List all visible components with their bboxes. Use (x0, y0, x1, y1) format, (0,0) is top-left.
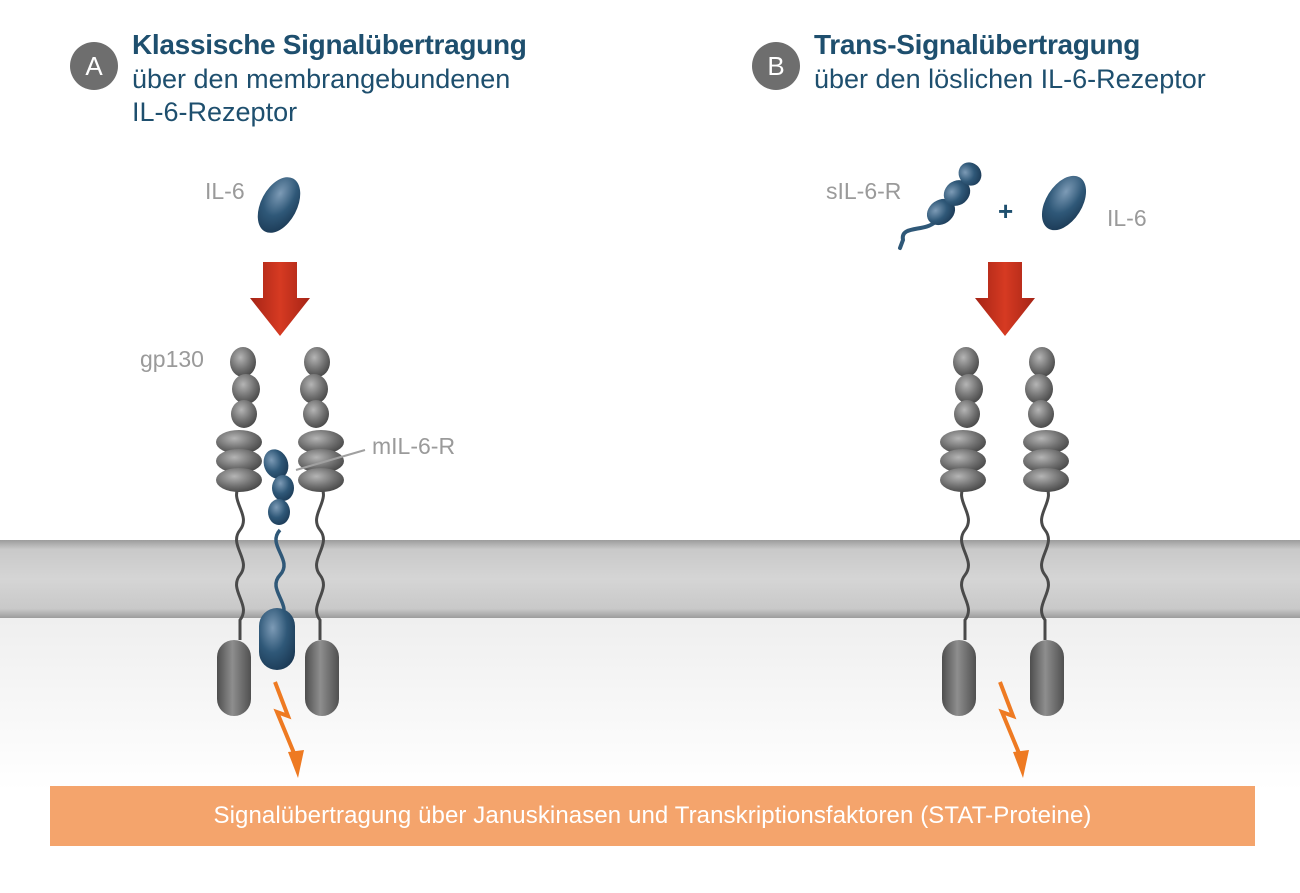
red-arrow-b (975, 262, 1035, 336)
cell-membrane (0, 540, 1300, 618)
mil6r-receptor (259, 449, 295, 670)
panel-a-heading: A Klassische Signalübertragung über den … (70, 28, 527, 130)
cytoplasm-background (0, 610, 1300, 790)
sil6r-molecule (898, 162, 982, 250)
label-mil6r: mIL-6-R (372, 433, 456, 459)
panel-b-subtitle-line1: über den löslichen IL-6-Rezeptor (814, 63, 1206, 94)
panel-a-subtitle-line2: IL-6-Rezeptor (132, 97, 298, 128)
gp130-right-b (1023, 347, 1069, 716)
panel-a-subtitle-line1: über den membrangebundenen (132, 63, 511, 94)
mil6r-leader-line (295, 449, 366, 471)
red-arrow-a (250, 262, 310, 336)
gp130-right-a (298, 347, 344, 716)
label-sil6r: sIL-6-R (826, 178, 902, 204)
gp130-left-a (216, 347, 262, 716)
lightning-a (273, 681, 298, 759)
badge-b: B (752, 42, 800, 90)
label-il6-a: IL-6 (205, 178, 245, 204)
panel-b-heading: B Trans-Signalübertragung über den lösli… (752, 28, 1206, 96)
panel-b-title: Trans-Signalübertragung (814, 29, 1141, 60)
panel-a-title: Klassische Signalübertragung (132, 29, 527, 60)
label-gp130: gp130 (140, 346, 204, 372)
signal-transduction-bar: Signalübertragung über Januskinasen und … (50, 786, 1255, 846)
plus-sign: + (998, 196, 1014, 226)
gp130-left-b (940, 347, 986, 716)
label-il6-b: IL-6 (1107, 205, 1147, 231)
lightning-b (998, 681, 1023, 759)
badge-a: A (70, 42, 118, 90)
il6-molecule-b (1041, 175, 1087, 231)
il6-molecule-a (257, 177, 301, 233)
